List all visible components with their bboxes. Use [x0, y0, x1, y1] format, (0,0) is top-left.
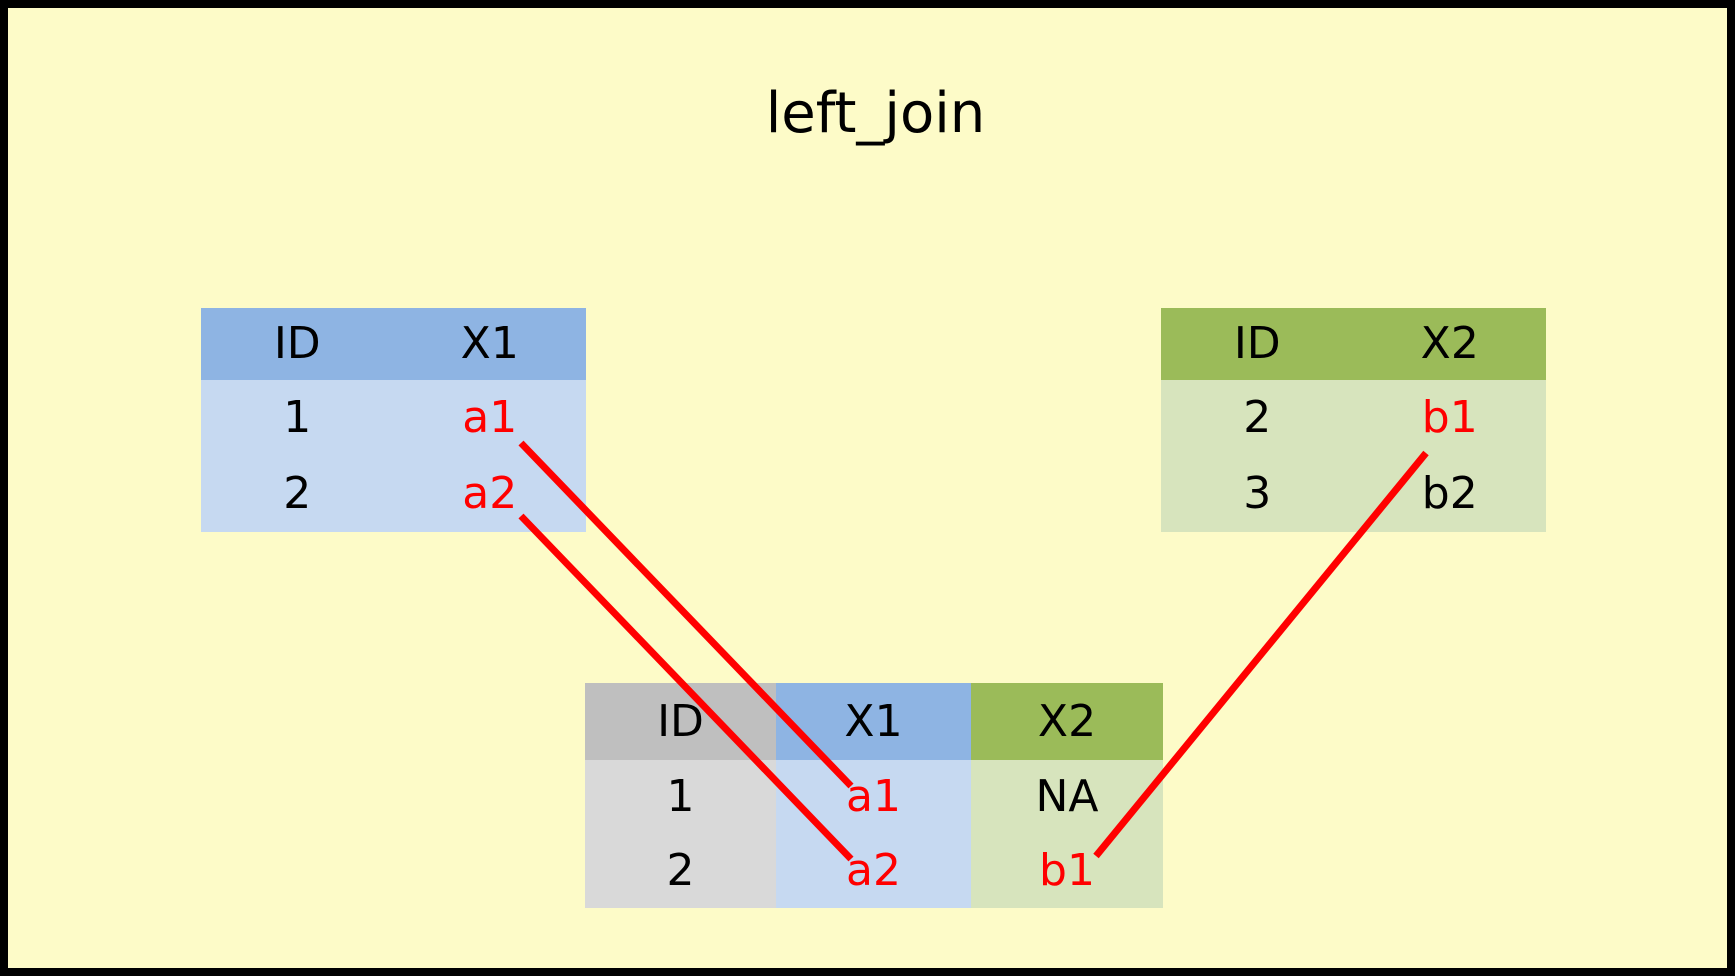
table-row: ID X2 — [1161, 308, 1546, 380]
table-row: 2 a2 b1 — [585, 834, 1163, 908]
left-cell-id-2: 2 — [201, 456, 394, 532]
table-row: ID X1 X2 — [585, 683, 1163, 760]
table-row: 2 a2 — [201, 456, 586, 532]
result-cell-x1-1: a1 — [776, 760, 971, 834]
left-cell-x1-1: a1 — [393, 380, 586, 456]
result-cell-id-1: 1 — [585, 760, 776, 834]
right-cell-x2-2: b2 — [1353, 456, 1546, 532]
result-cell-id-2: 2 — [585, 834, 776, 908]
table-row: 1 a1 — [201, 380, 586, 456]
left-header-x1: X1 — [393, 308, 586, 380]
result-header-x1: X1 — [776, 683, 971, 760]
table-row: 3 b2 — [1161, 456, 1546, 532]
left-header-id: ID — [201, 308, 394, 380]
table-row: ID X1 — [201, 308, 586, 380]
left-input-table: ID X1 1 a1 2 a2 — [201, 308, 586, 532]
result-cell-x2-1: NA — [971, 760, 1163, 834]
left-cell-x1-2: a2 — [393, 456, 586, 532]
right-cell-x2-1: b1 — [1353, 380, 1546, 456]
right-header-x2: X2 — [1353, 308, 1546, 380]
right-cell-id-2: 3 — [1161, 456, 1354, 532]
result-cell-x2-2: b1 — [971, 834, 1163, 908]
result-header-x2: X2 — [971, 683, 1163, 760]
table-row: 2 b1 — [1161, 380, 1546, 456]
right-cell-id-1: 2 — [1161, 380, 1354, 456]
result-table: ID X1 X2 1 a1 NA 2 a2 b1 — [585, 683, 1163, 908]
right-header-id: ID — [1161, 308, 1354, 380]
result-cell-x1-2: a2 — [776, 834, 971, 908]
page-title: left_join — [765, 81, 986, 146]
left-cell-id-1: 1 — [201, 380, 394, 456]
right-input-table: ID X2 2 b1 3 b2 — [1161, 308, 1546, 532]
result-header-id: ID — [585, 683, 776, 760]
table-row: 1 a1 NA — [585, 760, 1163, 834]
